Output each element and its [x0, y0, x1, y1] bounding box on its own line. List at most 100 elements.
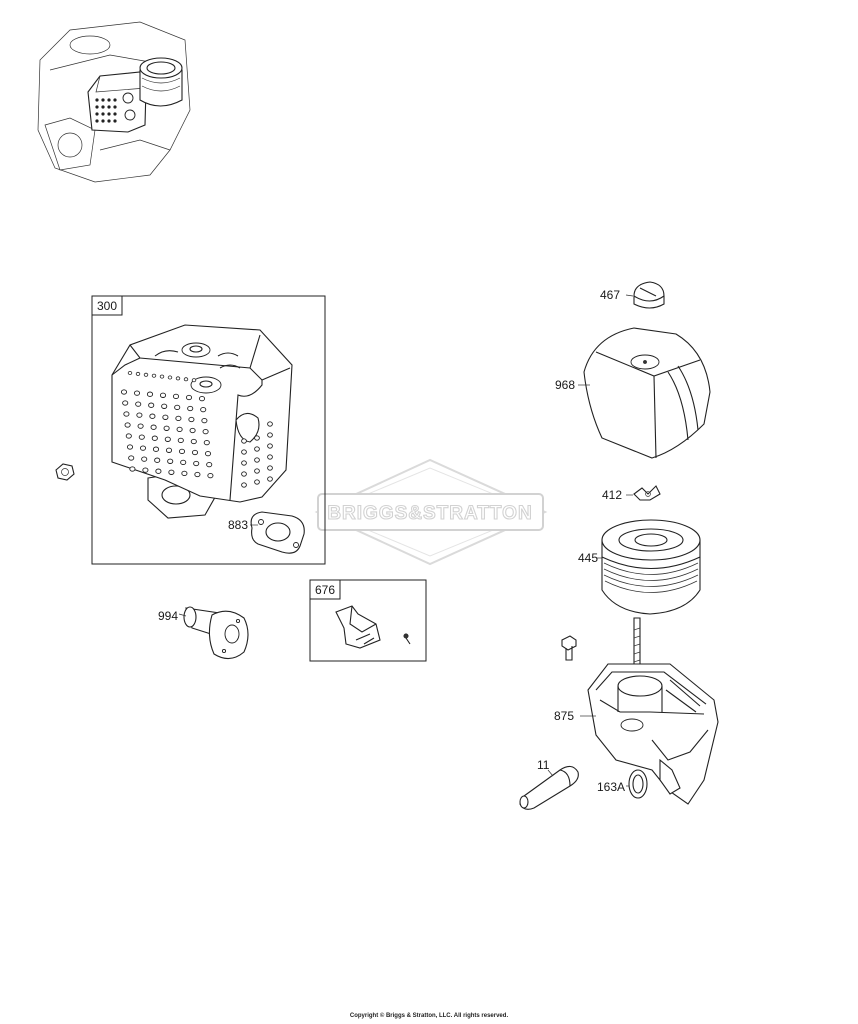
deflector-994-illustration: 994	[158, 606, 249, 660]
grille-hole	[241, 471, 247, 477]
grille-hole	[194, 471, 201, 478]
grille-hole	[180, 459, 187, 466]
bolt-illustration	[561, 635, 577, 661]
grille-hole	[241, 460, 247, 466]
breather-hose-11-illustration: 11	[519, 758, 579, 810]
grille-hole	[254, 457, 260, 463]
grille-hole	[254, 435, 260, 441]
grille-hole	[167, 458, 174, 464]
grille-hole	[120, 389, 128, 395]
grille-hole	[141, 456, 148, 462]
grille-hole	[241, 482, 247, 488]
air-cleaner-cover-968-illustration: 968	[555, 327, 711, 459]
grille-hole	[146, 391, 154, 397]
grille-slot	[135, 371, 141, 376]
knob-467-illustration: 467	[600, 281, 665, 309]
grille-hole	[267, 421, 273, 427]
grille-hole	[241, 438, 247, 444]
grille-hole	[204, 450, 212, 457]
grille-hole	[241, 449, 247, 455]
grille-hole	[150, 424, 157, 430]
engine-thumbnail	[37, 21, 191, 183]
grille-hole	[254, 446, 260, 452]
box-300-frame	[91, 295, 326, 565]
grille-slot	[151, 373, 157, 378]
grille-hole	[202, 428, 209, 435]
box-676-group: 676	[309, 579, 427, 662]
part-label-994: 994	[158, 609, 178, 623]
grille-hole	[126, 444, 134, 450]
grille-hole	[135, 401, 142, 407]
grille-hole	[172, 393, 180, 400]
part-label-467: 467	[600, 288, 620, 302]
grille-hole	[123, 411, 130, 417]
part-label-412: 412	[602, 488, 622, 502]
grille-hole	[162, 414, 169, 420]
grille-hole	[142, 467, 149, 473]
part-label-968: 968	[555, 378, 575, 392]
box-300-label: 300	[97, 299, 117, 313]
box-300-group: 300	[91, 295, 326, 565]
grille-slot	[167, 375, 173, 380]
grille-hole	[206, 461, 213, 468]
air-filter-445-illustration: 445	[578, 519, 701, 615]
grille-hole	[191, 449, 199, 456]
grille-hole	[174, 404, 181, 411]
nut-illustration	[55, 463, 75, 481]
part-label-11: 11	[537, 758, 550, 772]
grille-slot	[159, 374, 165, 379]
air-cleaner-base-875-illustration: 875	[554, 617, 719, 805]
seal-163A-illustration: 163A	[597, 769, 648, 799]
grille-hole	[175, 415, 182, 422]
grille-hole	[200, 406, 207, 413]
part-label-163A: 163A	[597, 780, 625, 794]
muffler-grille-holes	[120, 370, 273, 488]
wing-nut-412-illustration: 412	[602, 485, 661, 502]
grille-hole	[151, 435, 158, 441]
grille-hole	[152, 446, 160, 452]
grille-hole	[168, 469, 175, 475]
grille-slot	[183, 377, 189, 382]
grille-hole	[187, 405, 194, 412]
box-676-label: 676	[315, 583, 335, 597]
grille-hole	[159, 392, 167, 398]
part-label-883: 883	[228, 518, 248, 532]
gasket-883-illustration: 883	[228, 511, 305, 554]
muffler-guard-illustration	[111, 324, 293, 519]
grille-hole	[188, 416, 195, 423]
part-label-445: 445	[578, 551, 598, 565]
grille-slot	[143, 372, 149, 377]
grille-hole	[193, 460, 200, 467]
grille-hole	[124, 422, 131, 428]
watermark-brand-text: BRIGGS&STRATTON	[327, 503, 532, 524]
grille-hole	[149, 413, 156, 419]
box-676-frame	[309, 579, 427, 662]
grille-hole	[254, 468, 260, 474]
grille-hole	[198, 395, 206, 402]
grille-hole	[125, 433, 132, 439]
grille-slot	[175, 376, 181, 381]
grille-slot	[127, 370, 133, 375]
grille-hole	[176, 426, 183, 433]
grille-hole	[203, 439, 210, 446]
grille-hole	[163, 425, 170, 431]
grille-hole	[161, 403, 168, 409]
brand-watermark: BRIGGS&STRATTON	[314, 458, 548, 566]
grille-hole	[178, 448, 186, 455]
grille-hole	[136, 412, 143, 418]
grille-hole	[128, 455, 135, 461]
grille-hole	[189, 427, 196, 434]
part-label-875: 875	[554, 709, 574, 723]
grille-hole	[155, 468, 162, 474]
grille-hole	[181, 470, 188, 477]
grille-slot	[191, 378, 197, 383]
grille-hole	[164, 436, 171, 442]
grille-hole	[177, 437, 184, 444]
copyright-notice: Copyright © Briggs & Stratton, LLC. All …	[349, 1013, 509, 1019]
grille-hole	[207, 472, 214, 479]
grille-hole	[138, 434, 145, 440]
grille-hole	[148, 402, 155, 408]
grille-hole	[122, 400, 129, 406]
grille-hole	[185, 394, 193, 401]
